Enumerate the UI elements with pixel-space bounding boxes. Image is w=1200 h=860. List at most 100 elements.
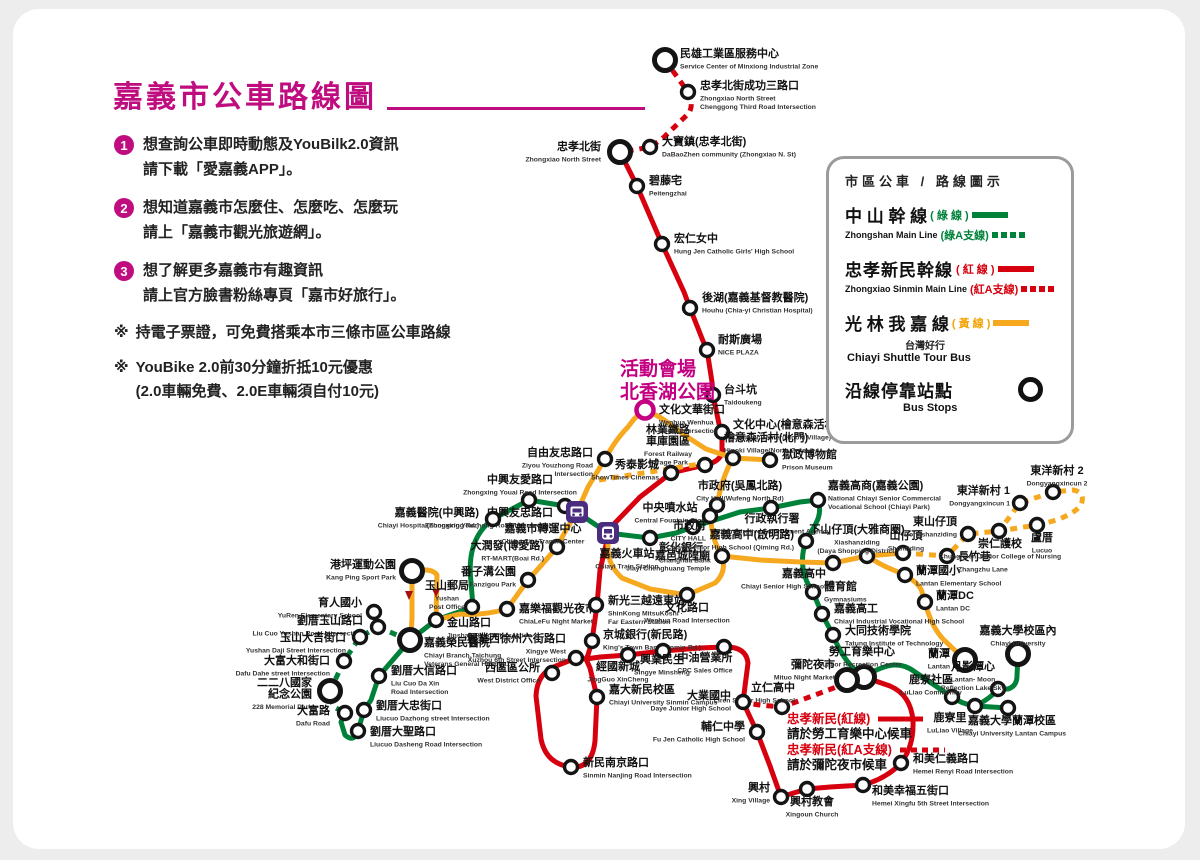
stop-marker bbox=[588, 688, 606, 706]
stop-label: 嘉義大學校區內 bbox=[979, 623, 1057, 637]
stop-label: Sinmin Nanjing Road Intersection bbox=[583, 773, 692, 780]
stop-label: 長竹巷 bbox=[958, 549, 992, 563]
stop-label: 盧厝 bbox=[1031, 530, 1053, 544]
stop-label: 京城銀行(新民路) bbox=[603, 627, 688, 641]
major-stop-marker bbox=[834, 667, 860, 693]
stop-label: 下山仔頂(大雅商圈) bbox=[809, 522, 905, 536]
major-stop-marker bbox=[607, 139, 633, 165]
stop-marker bbox=[990, 522, 1008, 540]
stop-marker bbox=[596, 450, 614, 468]
stop-marker bbox=[484, 510, 502, 528]
stop-label: Dafu Road bbox=[296, 721, 330, 728]
legend-zh: 忠孝新民幹線 bbox=[845, 261, 953, 280]
stop-label: Changhua Bank bbox=[659, 558, 711, 565]
stop-marker bbox=[336, 704, 354, 722]
stop-label: 嘉義醫院(中興路) bbox=[394, 505, 480, 519]
note-line: (2.0車輛免費、2.0E車輛須自付10元) bbox=[135, 383, 379, 400]
stop-label: Chiayi Industrial Vocational High School bbox=[834, 619, 964, 626]
stop-marker bbox=[959, 525, 977, 543]
stop-label: West District Office bbox=[477, 678, 540, 685]
stop-label: Daye Junior High School bbox=[651, 706, 732, 713]
number-badge-3: 3 bbox=[114, 261, 134, 281]
stop-marker bbox=[989, 680, 1007, 698]
stop-label: Chiayi Branch,Taichung bbox=[424, 653, 501, 660]
stop-label: Jiayi Chenghuang Temple bbox=[626, 566, 710, 573]
stop-label: 嘉義大學蘭潭校區 bbox=[967, 713, 1056, 727]
stop-marker bbox=[369, 618, 387, 636]
stop-marker bbox=[761, 451, 779, 469]
stop-label: Intersection bbox=[554, 471, 593, 478]
stop-label: 碧藤宅 bbox=[648, 173, 682, 187]
stop-label: 和美幸福五街口 bbox=[872, 783, 949, 797]
page-title: 嘉義市公車路線圖 bbox=[113, 81, 377, 114]
stop-label: 文化中心(檜意森活村) bbox=[733, 417, 840, 431]
stop-label: Chiayi Hospital(Zhongxing Rd.) bbox=[378, 523, 479, 530]
stop-label: Hinoki Village(North Gate) bbox=[724, 448, 808, 455]
stop-label: 嘉義榮民醫院 bbox=[423, 635, 490, 649]
stop-label: 228 Memorial Park bbox=[252, 704, 312, 711]
stop-label: 嘉義高商(嘉義公園) bbox=[827, 478, 924, 492]
stop-label: Singye Minsheng bbox=[634, 670, 690, 677]
stop-label: Dongshanziding bbox=[904, 532, 957, 539]
stop-label: 大富路 bbox=[297, 703, 331, 717]
stop-label: Forest Railway bbox=[644, 451, 692, 458]
stop-label: Wenhua Road Intersection bbox=[644, 618, 730, 625]
stop-label: Vocational School (Chiayi Park) bbox=[828, 504, 930, 511]
major-stop-marker bbox=[1005, 641, 1031, 667]
stop-label: 自由友忠路口 bbox=[527, 445, 593, 459]
stop-label: Chung- Jen Junior College of Nursing bbox=[939, 554, 1061, 561]
stop-marker bbox=[679, 83, 697, 101]
stop-marker bbox=[804, 583, 822, 601]
stop-marker bbox=[797, 532, 815, 550]
number-badge-2: 2 bbox=[114, 198, 134, 218]
stop-label: 劉厝大聖路口 bbox=[370, 724, 436, 738]
stop-marker bbox=[894, 544, 912, 562]
stop-label: 新民南京路口 bbox=[583, 755, 649, 769]
stop-label: 二二八國家 bbox=[257, 675, 313, 689]
stop-marker bbox=[698, 341, 716, 359]
station-label: 嘉義火車站 bbox=[599, 546, 655, 560]
legend-en: Zhongshan Main Line bbox=[845, 230, 938, 240]
station-label: Chiayi City Transit Center bbox=[502, 539, 585, 546]
legend-entry-zhongshan: 中 山 幹 線 ( 綠 線 ) Zhongshan Main Line (綠A支… bbox=[845, 202, 1057, 243]
stop-label: Central Fountain Stop bbox=[635, 518, 706, 525]
stop-label: Peitengzhai bbox=[649, 191, 687, 198]
boarding-note: 忠孝新民(紅A支線) bbox=[787, 742, 892, 757]
stop-label: Post Office bbox=[429, 604, 465, 611]
stop-label: 蘭潭DC bbox=[936, 588, 974, 602]
route-zhongshan-green-campus bbox=[972, 651, 1021, 709]
info-line: 請下載「愛嘉義APP」。 bbox=[143, 161, 302, 178]
stop-label: Chiayi Senior High School (Qiming Rd.) bbox=[666, 545, 794, 552]
stop-label: Xuzhou 6th Street Intersection bbox=[468, 657, 566, 664]
event-stop-marker bbox=[634, 399, 656, 421]
stop-marker bbox=[355, 701, 373, 719]
stop-label: Xingye West bbox=[526, 649, 567, 656]
stop-marker bbox=[734, 693, 752, 711]
major-stop-marker bbox=[652, 47, 678, 73]
legend-sub: 台灣好行 bbox=[905, 341, 945, 352]
info-line: 想知道嘉義市怎麼住、怎麼吃、怎麼玩 bbox=[143, 199, 399, 216]
stop-label: 宏仁女中 bbox=[674, 231, 718, 245]
stop-label: 金山路口 bbox=[446, 615, 491, 629]
legend-variant: ( 黃 線 ) bbox=[951, 317, 991, 330]
stop-marker bbox=[938, 547, 956, 565]
stop-label: 嘉義高工 bbox=[833, 601, 878, 615]
stop-label: Administrative Enforcement Agency bbox=[714, 529, 831, 536]
stop-label: 文化路口 bbox=[665, 600, 709, 614]
note-line: YouBike 2.0前30分鐘折抵10元優惠 bbox=[135, 359, 373, 376]
stop-label: 嘉義高中(啟明路) bbox=[709, 527, 795, 541]
stop-marker bbox=[653, 235, 671, 253]
stop-label: ShowTimes Cinemas bbox=[591, 475, 659, 482]
stop-label: Fanzigou Park bbox=[470, 582, 517, 589]
stop-label: Liren Senior High School bbox=[714, 698, 795, 705]
stop-label: Zhongxiao North Street bbox=[700, 96, 776, 103]
route-zhongshan-green-east bbox=[605, 497, 867, 680]
info-line: 請上「嘉義市觀光旅遊網」。 bbox=[143, 224, 331, 241]
stop-label: Reflection Lake Sky bbox=[941, 685, 1005, 692]
stop-marker bbox=[773, 698, 791, 716]
legend-en: Chiayi Shuttle Tour Bus bbox=[847, 352, 971, 364]
stop-marker bbox=[713, 547, 731, 565]
stop-label: 經國新城 bbox=[596, 659, 640, 673]
stop-label: 忠孝北街成功三路口 bbox=[700, 78, 799, 92]
stop-label: 育人國小 bbox=[318, 595, 362, 609]
